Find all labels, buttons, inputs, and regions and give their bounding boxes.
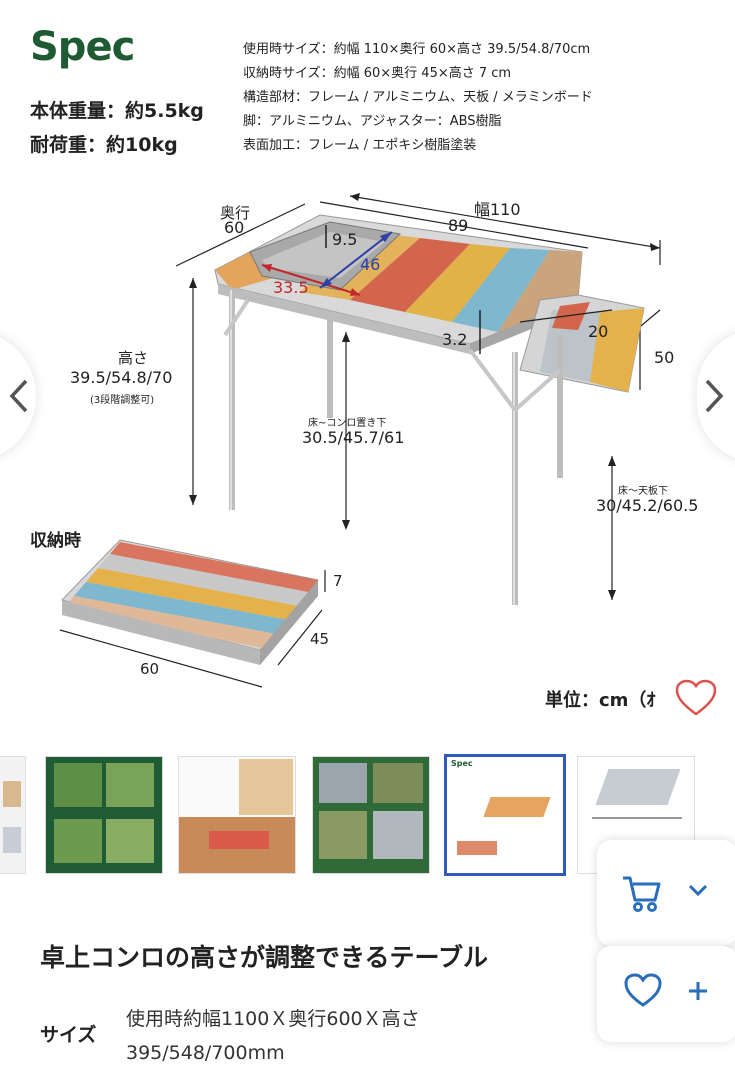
- spec-line-finish: 表面加工：フレーム / エポキシ樹脂塗装: [243, 138, 477, 153]
- height-note: (3段階調整可): [90, 395, 155, 406]
- cart-icon: [623, 876, 661, 912]
- chevron-down-icon: [688, 884, 708, 897]
- step-height-value: 3.2: [442, 330, 468, 349]
- depth-value: 60: [224, 218, 245, 237]
- cart-action-card: [597, 840, 735, 946]
- side-depth-value: 50: [654, 348, 675, 367]
- spec-line-legs: 脚：アルミニウム、アジャスター：ABS樹脂: [243, 114, 502, 129]
- spec-line-material: 構造部材：フレーム / アルミニウム、天板 / メラミンボード: [243, 90, 593, 105]
- height-value: 39.5/54.8/70: [70, 368, 173, 387]
- storage-depth-value: 45: [310, 630, 330, 648]
- top-floor-label: 床～天板下: [618, 486, 668, 497]
- thumbnail-3[interactable]: [312, 756, 430, 874]
- size-label: サイズ: [40, 1024, 97, 1046]
- thumbnail-2[interactable]: [178, 756, 296, 874]
- spec-line-storage-size: 収納時サイズ：約幅 60×奥行 45×高さ 7 cm: [243, 66, 512, 81]
- top-floor-value: 30/45.2/60.5: [596, 496, 699, 515]
- storage-title: 収納時: [30, 531, 81, 551]
- body-weight: 本体重量：約5.5kg: [30, 100, 204, 122]
- chevron-right-icon: [705, 379, 724, 413]
- thumbnail-4-selected[interactable]: Spec: [444, 754, 566, 876]
- stove-width-value: 33.5: [273, 278, 309, 297]
- stove-depth-value: 9.5: [332, 230, 358, 249]
- storage-width-value: 60: [140, 660, 160, 678]
- stove-diagonal-value: 46: [360, 255, 381, 274]
- thumbnail-0[interactable]: [0, 756, 26, 874]
- storage-height-value: 7: [333, 572, 343, 590]
- depth-label: 奥行: [220, 204, 251, 222]
- unit-label: 単位：cm（ｵ: [545, 690, 656, 711]
- heart-icon: [675, 679, 717, 716]
- thumbnail-1[interactable]: [45, 756, 163, 874]
- favorite-action-card: [597, 946, 735, 1042]
- expand-button[interactable]: [685, 880, 711, 900]
- size-value: 使用時約幅1100Ｘ奥行600Ｘ高さ395/548/700mm: [126, 1008, 420, 1064]
- spec-line-use-size: 使用時サイズ：約幅 110×奥行 60×高さ 39.5/54.8/70cm: [243, 42, 591, 57]
- stove-floor-label: 床~コンロ置き下: [308, 418, 387, 429]
- height-label: 高さ: [118, 349, 149, 367]
- add-button[interactable]: [685, 978, 711, 1004]
- table-diagram: [59, 193, 661, 688]
- favorite-button[interactable]: [623, 972, 663, 1010]
- favorite-heart-button[interactable]: [674, 678, 718, 718]
- inner-width-value: 89: [448, 216, 469, 235]
- add-to-cart-button[interactable]: [619, 870, 665, 914]
- side-width-value: 20: [588, 322, 609, 341]
- load-capacity: 耐荷重：約10kg: [30, 134, 178, 156]
- chevron-left-icon: [9, 379, 28, 413]
- heart-icon: [624, 973, 662, 1007]
- stove-floor-value: 30.5/45.7/61: [302, 428, 405, 447]
- spec-title: Spec: [30, 24, 135, 70]
- product-title: 卓上コンロの高さが調整できるテーブル: [40, 943, 489, 972]
- width-label: 幅110: [474, 200, 521, 219]
- plus-icon: [689, 982, 707, 1000]
